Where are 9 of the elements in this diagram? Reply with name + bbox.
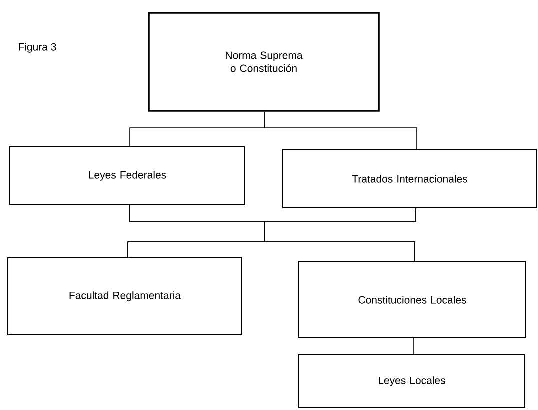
- box: Constituciones Locales: [298, 262, 526, 338]
- box: Norma Suprema o Constitución: [148, 12, 380, 112]
- box: Facultad Reglamentaria: [8, 258, 242, 336]
- box: Leyes Locales: [298, 354, 526, 408]
- box: Tratados Internacionales: [282, 150, 538, 208]
- connector: [264, 208, 416, 262]
- connector: [264, 112, 418, 150]
- figure-label: Figura 3: [19, 43, 56, 53]
- box: Leyes Federales: [10, 146, 246, 206]
